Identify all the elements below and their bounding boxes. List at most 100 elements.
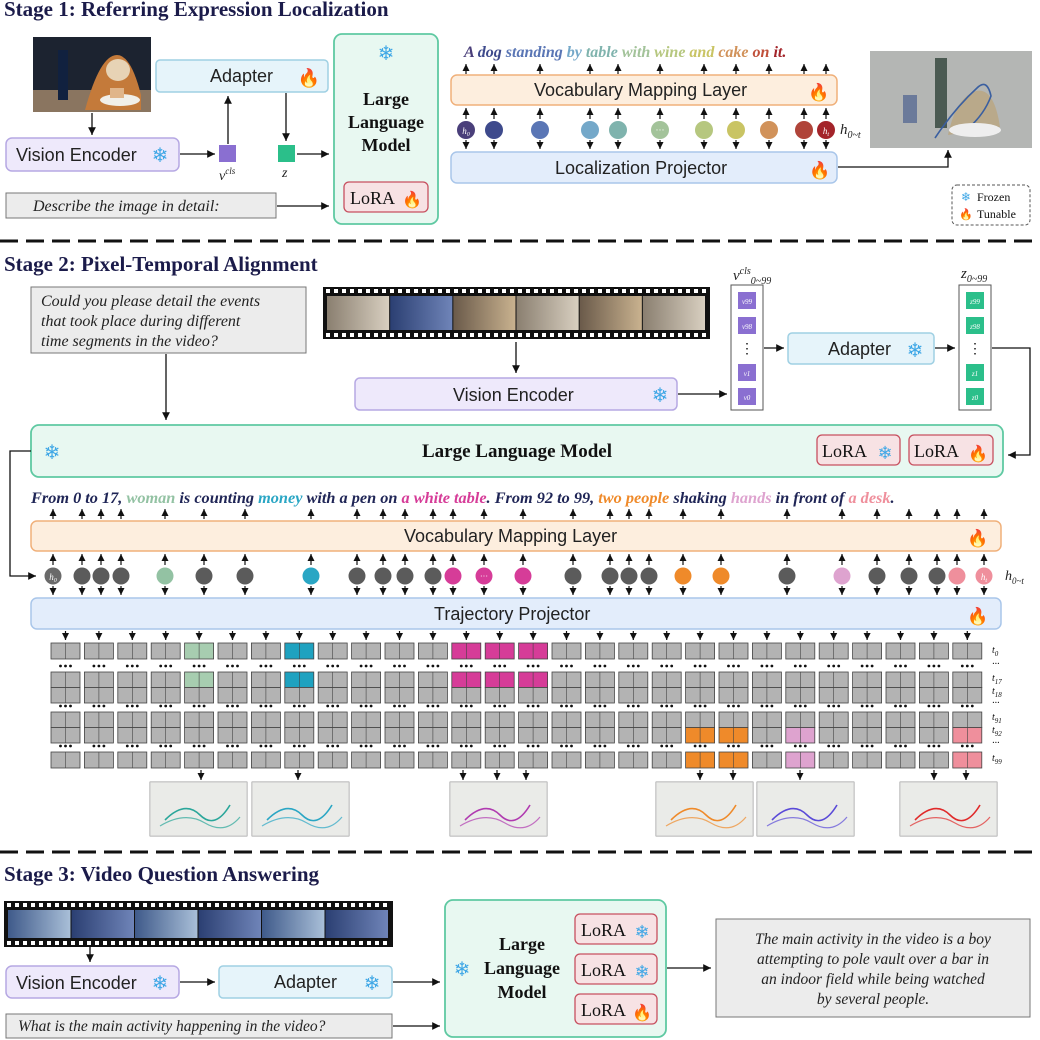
- s3-question-box: [5, 1013, 393, 1039]
- s1-caption: A dog standing by table with wine and ca…: [463, 44, 786, 61]
- s3-llm-l2: Language: [484, 958, 560, 978]
- s2-adapter-label: Adapter: [828, 339, 891, 359]
- stage2-title: Stage 2: Pixel-Temporal Alignment: [4, 252, 318, 276]
- ellipsis: ⋮: [740, 342, 754, 357]
- s3-lora3: [574, 993, 658, 1025]
- hidden-token: [712, 567, 730, 585]
- s2-video-filmstrip: [323, 287, 710, 339]
- token-label: ht: [823, 126, 830, 138]
- legend-box: [951, 184, 1031, 226]
- s2-mask-grid: [50, 631, 983, 769]
- time-label: t18: [992, 686, 1002, 699]
- hidden-token: [44, 567, 62, 585]
- video-frame: [579, 296, 642, 330]
- s1-vocab-label: Vocabulary Mapping Layer: [534, 80, 747, 100]
- s2-lora1-label: LoRA: [822, 441, 867, 461]
- s3-adapter-label: Adapter: [274, 972, 337, 992]
- video-frame: [135, 910, 198, 938]
- video-frame: [262, 910, 325, 938]
- s1-llm-box: [333, 33, 439, 225]
- s2-vision-encoder-label: Vision Encoder: [453, 385, 574, 405]
- s2-h-label: h0~t: [1005, 569, 1024, 586]
- stage1-title: Stage 1: Referring Expression Localizati…: [4, 0, 389, 21]
- s1-token-row: h0···ht: [457, 64, 835, 149]
- trajectory-thumbnail: [251, 781, 350, 837]
- s1-loc-projector-label: Localization Projector: [555, 158, 727, 178]
- video-frame: [327, 296, 390, 330]
- hidden-token: [948, 567, 966, 585]
- frozen-icon: ❄: [652, 383, 669, 407]
- hidden-token: [900, 567, 918, 585]
- vcls-token-label: v98: [742, 323, 753, 331]
- vcls-token: [219, 145, 236, 162]
- caption-segment: a white table: [402, 488, 487, 507]
- s3-lora1-label: LoRA: [581, 920, 626, 940]
- hidden-token: [640, 567, 658, 585]
- frozen-icon: ❄: [152, 143, 169, 167]
- token-dots: ···: [656, 125, 665, 135]
- hidden-token: [795, 121, 813, 139]
- hidden-token: [531, 121, 549, 139]
- hidden-token: [868, 567, 886, 585]
- s1-llm-l3: Model: [362, 135, 411, 155]
- s1-h-label: h0~t: [840, 122, 861, 141]
- s2-vocab-label: Vocabulary Mapping Layer: [404, 526, 617, 546]
- caption-segment: . From 92 to 99,: [487, 488, 599, 507]
- s3-lora1: [574, 913, 658, 945]
- time-label: ···: [992, 659, 1000, 670]
- frozen-icon: ❄: [907, 338, 924, 362]
- s1-loc-projector: [450, 151, 838, 184]
- s2-lora2-label: LoRA: [914, 441, 959, 461]
- legend-frozen: Frozen: [977, 190, 1010, 204]
- hidden-token: [424, 567, 442, 585]
- hidden-token: [92, 567, 110, 585]
- hidden-token: [444, 567, 462, 585]
- vcls-token-label: v0: [744, 394, 751, 402]
- hidden-token: [609, 121, 627, 139]
- s2-lora-tunable: [908, 434, 994, 466]
- vcls-token: [738, 317, 756, 334]
- s2-token-row: h0···ht: [44, 509, 993, 595]
- s1-adapter-box: [155, 59, 329, 93]
- hidden-token: [778, 567, 796, 585]
- z-token: [966, 317, 984, 334]
- tunable-icon: 🔥: [632, 1003, 652, 1022]
- time-label: ···: [992, 738, 1000, 749]
- vcls-label: vcls: [219, 166, 236, 184]
- caption-word: by: [563, 44, 583, 61]
- caption-word: standing: [502, 44, 563, 61]
- caption-segment: with a pen on: [302, 488, 401, 507]
- hidden-token: [73, 567, 91, 585]
- caption-word: and: [685, 44, 715, 61]
- video-frame: [642, 296, 705, 330]
- tunable-icon: 🔥: [809, 160, 830, 181]
- hidden-token: [817, 121, 835, 139]
- trajectory-thumbnail: [756, 781, 855, 837]
- video-frame: [8, 910, 71, 938]
- caption-word: with: [618, 44, 651, 61]
- z-token-label: z1: [971, 370, 978, 378]
- s2-question-l2: that took place during different: [41, 313, 241, 330]
- s1-lora-label: LoRA: [350, 188, 395, 208]
- s1-vocab-layer: [450, 74, 838, 106]
- ellipsis: ⋮: [968, 342, 982, 357]
- s3-question: What is the main activity happening in t…: [18, 1018, 326, 1035]
- s3-vision-encoder-label: Vision Encoder: [16, 973, 137, 993]
- tunable-icon: 🔥: [967, 606, 988, 627]
- hidden-token: [374, 567, 392, 585]
- hidden-token: [112, 567, 130, 585]
- frozen-icon: ❄: [961, 190, 971, 204]
- vcls-token: [738, 388, 756, 405]
- input-image: [33, 37, 151, 112]
- s1-adapter-label: Adapter: [210, 66, 273, 86]
- hidden-token: [485, 121, 503, 139]
- hidden-token: [928, 567, 946, 585]
- caption-segment: .: [891, 488, 895, 507]
- hidden-token: [457, 121, 475, 139]
- s1-vision-encoder-label: Vision Encoder: [16, 145, 137, 165]
- tunable-icon: 🔥: [959, 208, 973, 221]
- s3-answer-l1: The main activity in the video is a boy: [755, 931, 991, 948]
